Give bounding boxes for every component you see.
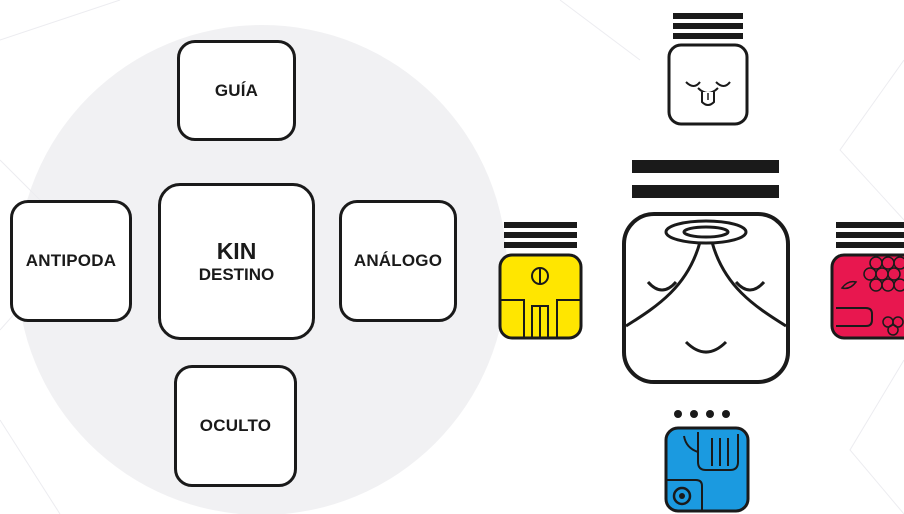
guide-glyph-frame <box>667 43 749 126</box>
tone-bar <box>673 23 743 29</box>
hidden-glyph <box>664 410 750 513</box>
tone-bar <box>836 222 904 228</box>
tone-bar <box>836 242 904 248</box>
destiny-label-destino: DESTINO <box>198 264 275 284</box>
tone-bar <box>504 232 577 238</box>
analog-label: ANÁLOGO <box>353 251 443 270</box>
antipode-glyph <box>498 222 583 340</box>
tone-bar <box>632 185 779 198</box>
guide-label: GUÍA <box>214 80 259 100</box>
guide-card: GUÍA <box>177 40 296 141</box>
destiny-label-kin: KIN <box>216 237 257 264</box>
tone-bar <box>836 232 904 238</box>
antipode-card: ANTIPODA <box>10 200 132 322</box>
destiny-card: KIN DESTINO <box>158 183 315 340</box>
destiny-glyph <box>622 160 790 384</box>
tone-dot <box>674 410 682 418</box>
hidden-label: OCULTO <box>199 416 272 435</box>
analog-glyph <box>830 222 904 340</box>
tone-bar <box>673 13 743 19</box>
tone-dot <box>722 410 730 418</box>
destiny-glyph-frame <box>622 212 790 384</box>
tone-bar <box>504 222 577 228</box>
tone-bar <box>504 242 577 248</box>
tone-bar <box>673 33 743 39</box>
tone-dot <box>690 410 698 418</box>
analog-card: ANÁLOGO <box>339 200 457 322</box>
hidden-card: OCULTO <box>174 365 297 487</box>
antipode-label: ANTIPODA <box>25 251 117 270</box>
guide-glyph <box>667 13 749 126</box>
tone-bar <box>632 160 779 173</box>
tone-dot <box>706 410 714 418</box>
